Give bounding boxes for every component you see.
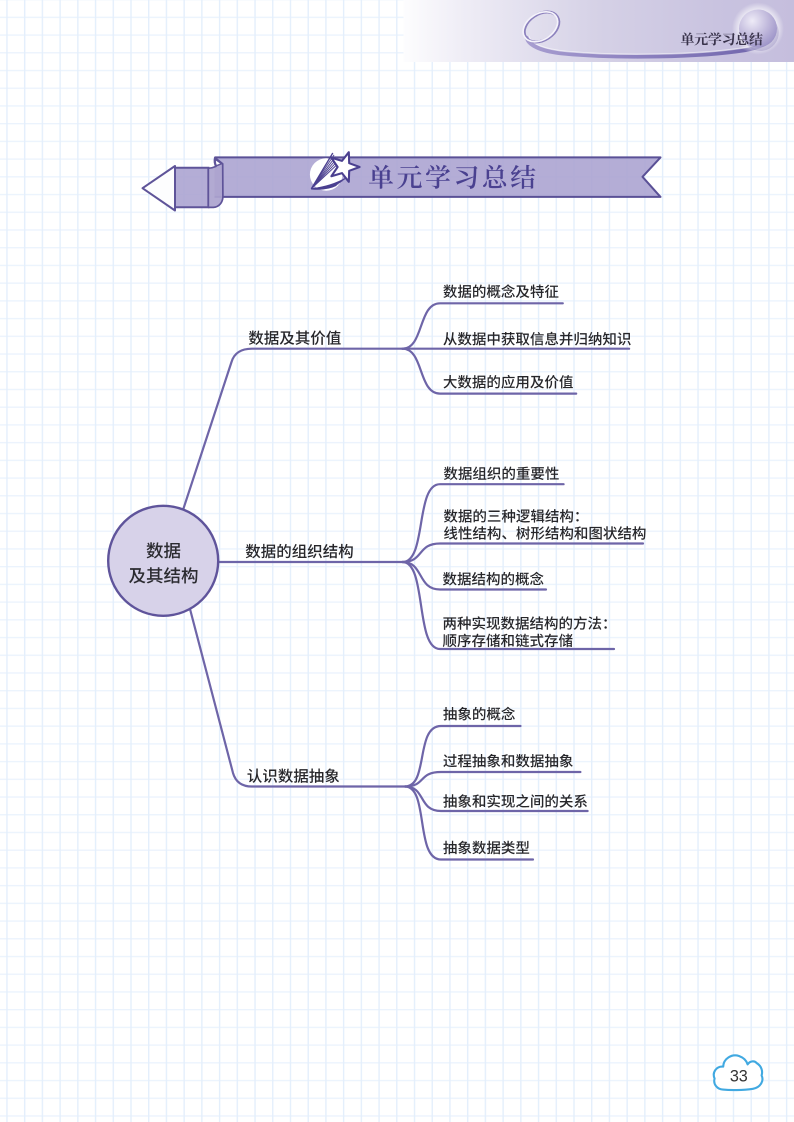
svg-text:33: 33 bbox=[730, 1068, 748, 1086]
